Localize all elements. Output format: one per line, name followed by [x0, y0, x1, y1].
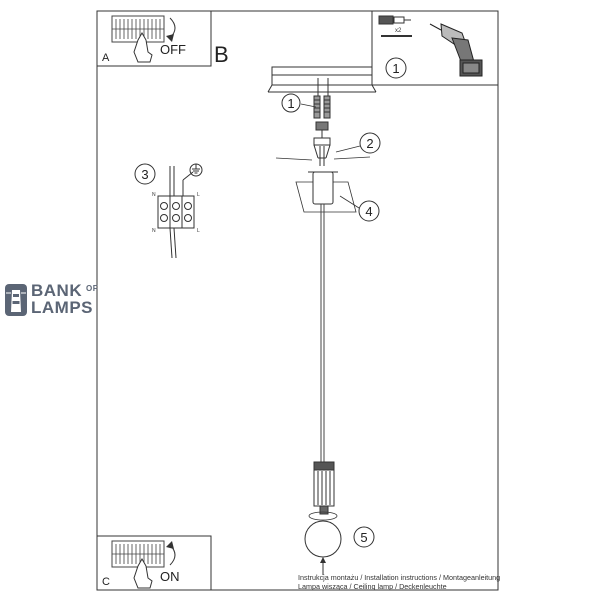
- panel-a-box: [96, 10, 212, 67]
- logo-text-of: OF: [86, 284, 99, 293]
- callout-circle-3: [134, 163, 156, 185]
- arrow-head-icon: [166, 34, 174, 42]
- ceiling-line-right: [333, 156, 371, 160]
- panel-a-letter: A: [102, 52, 110, 64]
- caption-line-1: Instrukcja montażu / Installation instru…: [298, 573, 501, 582]
- panel-a-action: OFF: [160, 42, 186, 57]
- panel-c-box: [96, 535, 212, 591]
- brand-logo: BANK OF LAMPS: [0, 280, 110, 320]
- caption-line-2: Lampa wisząca / Ceiling lamp / Deckenleu…: [298, 582, 447, 591]
- ceiling-canopy: [267, 66, 377, 93]
- light-bulb: [304, 520, 342, 558]
- callout-circle-1: [281, 93, 301, 113]
- mounting-bracket: [313, 121, 331, 166]
- drill-icon: [429, 23, 483, 77]
- canopy-cup: [312, 171, 334, 205]
- leader-line-1: [300, 103, 317, 108]
- tools-multiplier: x2: [395, 28, 402, 34]
- callout-circle-1-tools: [385, 57, 407, 79]
- hand-switch-off-icon: [133, 31, 153, 63]
- terminal-n-bottom: N: [152, 228, 156, 234]
- terminal-n-top: N: [152, 192, 156, 198]
- callout-1: 1: [287, 96, 294, 111]
- arrow-up-head-icon: [166, 541, 174, 549]
- terminal-l-top: L: [197, 192, 200, 198]
- dowel-screw-icon: [378, 15, 412, 37]
- ground-symbol-icon: [189, 163, 203, 177]
- hand-switch-on-icon: [133, 557, 153, 589]
- panel-c-action: ON: [160, 569, 180, 584]
- rotate-arrow-icon: [308, 511, 338, 521]
- outer-frame: [96, 10, 499, 591]
- lighthouse-logo-icon: [5, 284, 27, 316]
- ceiling-line-left: [275, 157, 313, 161]
- callout-1-tools: 1: [392, 61, 399, 76]
- callout-circle-5: [353, 526, 375, 548]
- callout-4: 4: [365, 204, 372, 219]
- terminal-block: [157, 166, 195, 259]
- callout-2: 2: [366, 136, 373, 151]
- terminal-l-bottom: L: [197, 228, 200, 234]
- callout-circle-4: [358, 200, 380, 222]
- callout-circle-2: [359, 132, 381, 154]
- logo-text-lamps: LAMPS: [31, 298, 93, 317]
- fuse-box-icon-c: [111, 540, 165, 568]
- leader-line-2: [335, 145, 361, 153]
- panel-c-letter: C: [102, 576, 110, 588]
- callout-3: 3: [141, 167, 148, 182]
- panel-b-letter: B: [214, 42, 229, 67]
- logo-text-bank: BANK: [31, 281, 83, 300]
- fuse-box-icon: [111, 15, 165, 43]
- bulb-arrow-head-icon: [320, 557, 326, 563]
- lamp-holder: [313, 461, 335, 515]
- mounting-screws: [313, 78, 331, 119]
- callout-5: 5: [360, 530, 367, 545]
- leader-line-4: [339, 195, 360, 209]
